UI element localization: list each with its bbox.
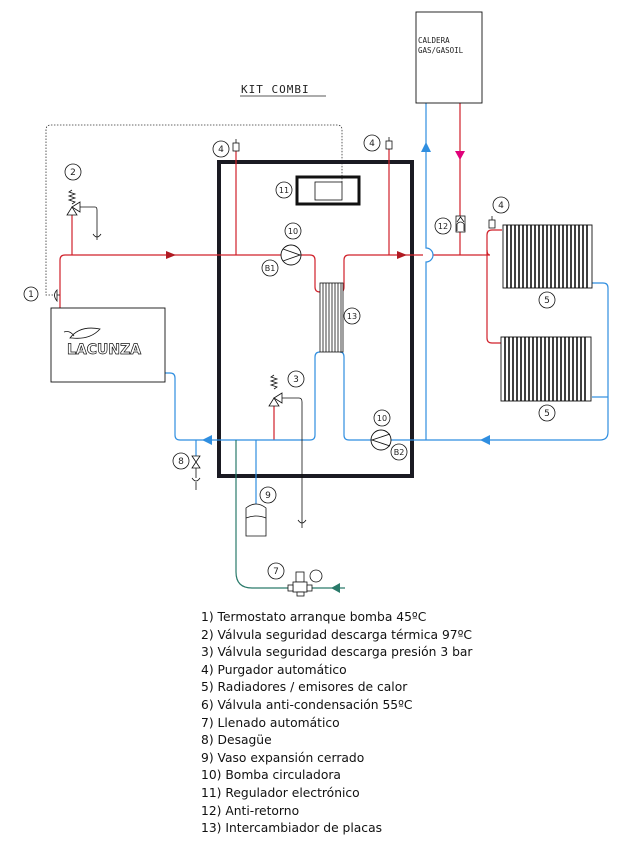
return-pipes [165, 103, 609, 505]
label-1: 1 [28, 290, 34, 300]
legend-item: 12) Anti-retorno [201, 803, 300, 818]
label-9: 9 [265, 491, 271, 501]
safety-valve-pressure-icon [268, 374, 307, 528]
label-4: 4 [218, 145, 224, 155]
label-7: 7 [273, 567, 279, 577]
label-8: 8 [178, 457, 184, 467]
label-13: 13 [347, 312, 357, 321]
legend-item: 4) Purgador automático [201, 662, 347, 677]
hot-flow-pipes [59, 103, 502, 440]
legend-item: 6) Válvula anti-condensación 55ºC [201, 697, 413, 712]
label-10: 10 [377, 414, 387, 423]
legend-item: 13) Intercambiador de placas [201, 821, 383, 836]
legend-item: 5) Radiadores / emisores de calor [201, 680, 408, 695]
auto-fill-valve-icon [287, 569, 323, 597]
lacunza-boiler-box [50, 307, 166, 383]
air-purger-icon [488, 216, 496, 229]
control-signal-line [45, 124, 343, 296]
label-b2: B2 [394, 448, 405, 457]
boiler-label-1: CALDERA [418, 36, 450, 45]
boiler-box [415, 11, 483, 104]
legend-item: 1) Termostato arranque bomba 45ºC [201, 610, 427, 624]
air-purger-icon [385, 137, 393, 150]
check-valve-icon [455, 215, 466, 233]
plate-exchanger [319, 282, 344, 353]
air-purger-icon [232, 139, 240, 152]
lacunza-logo: LACUNZA [63, 327, 142, 358]
flow-arrow-icon [397, 251, 407, 259]
svg-text:LACUNZA: LACUNZA [67, 342, 141, 358]
label-11: 11 [279, 186, 289, 195]
label-4: 4 [498, 201, 504, 211]
label-5: 5 [544, 409, 550, 419]
legend-item: 2) Válvula seguridad descarga térmica 97… [201, 627, 472, 642]
expansion-vessel-icon [245, 503, 267, 537]
thermostat-icon [54, 289, 60, 303]
label-b1: B1 [265, 264, 276, 273]
label-10: 10 [288, 227, 298, 236]
legend-item: 11) Regulador electrónico [201, 785, 360, 800]
legend: 1) Termostato arranque bomba 45ºC 2) Vál… [201, 609, 472, 838]
boiler-label-2: GAS/GASOIL [418, 46, 464, 55]
flow-arrow-left-icon [331, 583, 340, 593]
label-2: 2 [70, 168, 76, 178]
flow-arrow-down-icon [455, 151, 465, 160]
flow-arrow-left-icon [480, 435, 490, 445]
label-3: 3 [293, 375, 299, 385]
legend-item: 7) Llenado automático [201, 715, 340, 730]
legend-item: 9) Vaso expansión cerrado [201, 750, 365, 765]
radiator-1 [502, 224, 593, 289]
label-12: 12 [438, 222, 448, 231]
radiator-2 [500, 336, 592, 402]
legend-item: 3) Válvula seguridad descarga presión 3 … [201, 645, 473, 660]
safety-valve-thermal-icon [66, 189, 102, 240]
drain-valve-icon [191, 455, 201, 490]
label-5: 5 [544, 296, 550, 306]
label-4: 4 [369, 139, 375, 149]
legend-item: 8) Desagüe [201, 733, 272, 748]
fill-pipe [235, 440, 345, 589]
flow-arrow-icon [166, 251, 176, 259]
electronic-regulator [295, 175, 361, 206]
flow-arrow-left-icon [202, 435, 212, 445]
legend-item: 10) Bomba circuladora [201, 768, 341, 783]
kit-combi-box [217, 160, 414, 478]
flow-arrow-up-icon [421, 142, 431, 152]
pump-b1-icon [280, 244, 302, 266]
pump-b2-icon [370, 429, 392, 451]
diagram-title: KIT COMBI [241, 83, 310, 96]
